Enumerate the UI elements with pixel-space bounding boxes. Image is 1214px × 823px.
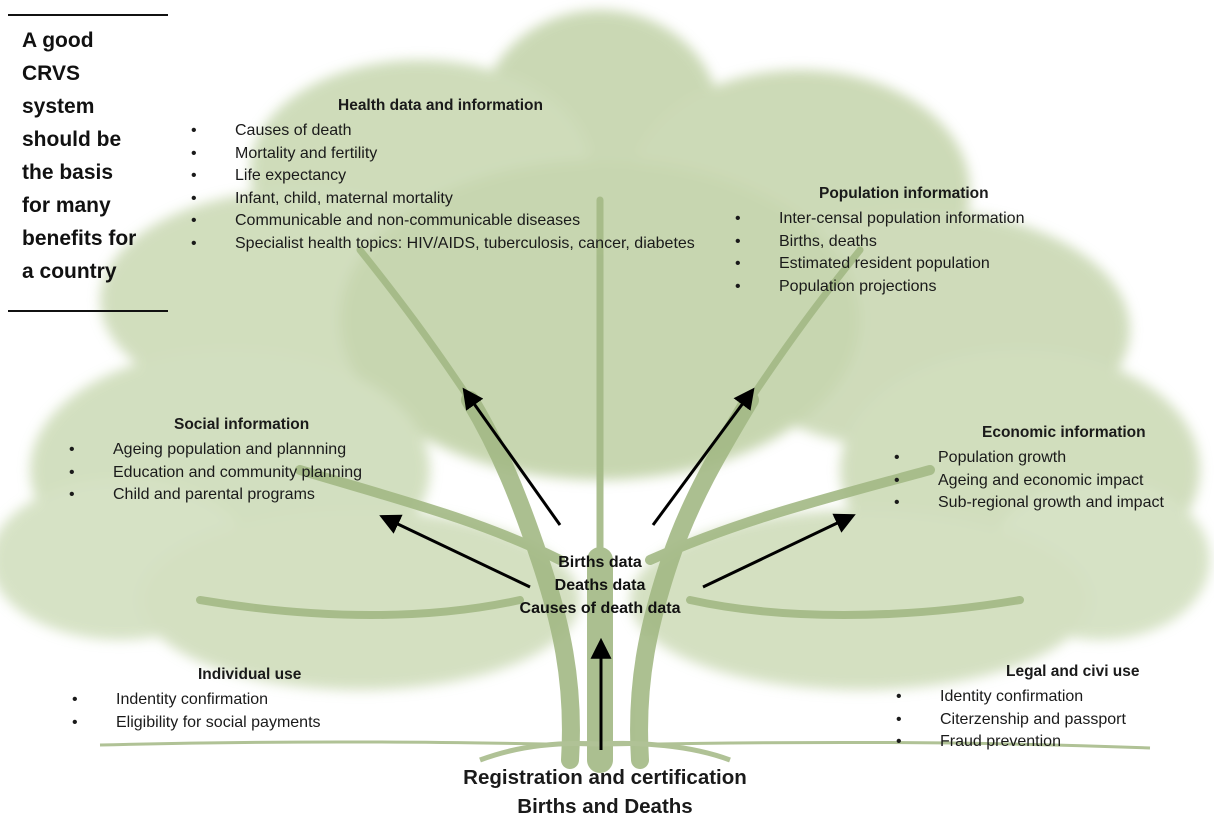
list-item: Infant, child, maternal mortality (191, 188, 710, 211)
intro-line: CRVS (22, 62, 80, 85)
legal-heading: Legal and civi use (1006, 663, 1140, 680)
arrow-to-population (651, 387, 755, 526)
population-list: Inter-censal population information Birt… (735, 208, 1109, 299)
list-item: Population growth (894, 447, 1214, 470)
social-section: Social information Ageing population and… (69, 415, 433, 507)
arrows (379, 387, 856, 750)
central-data-label: Births data Deaths data Causes of death … (480, 551, 720, 620)
population-heading: Population information (819, 185, 989, 202)
center-line: Births data (558, 554, 642, 571)
list-item: Child and parental programs (69, 484, 433, 507)
economic-heading: Economic information (982, 424, 1146, 441)
intro-text: A good CRVS system should be the basis f… (22, 24, 168, 288)
arrow-to-social (379, 514, 531, 589)
list-item: Eligibility for social payments (72, 712, 396, 735)
root-line: Registration and certification (463, 766, 747, 789)
center-line: Deaths data (554, 577, 646, 594)
list-item: Fraud prevention (896, 731, 1210, 754)
list-item: Estimated resident population (735, 253, 1109, 276)
list-item: Identity confirmation (896, 686, 1210, 709)
arrow-to-health (462, 387, 562, 526)
health-list: Causes of death Mortality and fertility … (191, 120, 710, 256)
list-item: Mortality and fertility (191, 143, 710, 166)
intro-line: should be (22, 128, 122, 151)
intro-line: system (22, 95, 95, 118)
legal-section: Legal and civi use Identity confirmation… (896, 662, 1210, 754)
list-item: Ageing and economic impact (894, 470, 1214, 493)
health-heading: Health data and information (338, 97, 543, 114)
social-heading: Social information (174, 416, 310, 433)
intro-box: A good CRVS system should be the basis f… (8, 14, 168, 312)
intro-line: a country (22, 260, 117, 283)
list-item: Citerzenship and passport (896, 709, 1210, 732)
list-item: Causes of death (191, 120, 710, 143)
list-item: Indentity confirmation (72, 689, 396, 712)
list-item: Life expectancy (191, 165, 710, 188)
list-item: Population projections (735, 276, 1109, 299)
economic-list: Population growth Ageing and economic im… (894, 447, 1214, 515)
individual-heading: Individual use (198, 666, 302, 683)
center-line: Causes of death data (519, 600, 681, 617)
legal-list: Identity confirmation Citerzenship and p… (896, 686, 1210, 754)
health-section: Health data and information Causes of de… (191, 96, 710, 256)
intro-line: A good (22, 29, 94, 52)
population-section: Population information Inter-censal popu… (735, 184, 1109, 299)
list-item: Ageing population and plannning (69, 439, 433, 462)
economic-section: Economic information Population growth A… (894, 423, 1214, 515)
root-label: Registration and certification Births an… (400, 763, 810, 821)
root-line: Births and Deaths (517, 795, 693, 818)
individual-section: Individual use Indentity confirmation El… (72, 665, 396, 735)
list-item: Sub-regional growth and impact (894, 492, 1214, 515)
social-list: Ageing population and plannning Educatio… (69, 439, 433, 507)
list-item: Births, deaths (735, 231, 1109, 254)
intro-line: the basis (22, 161, 114, 184)
list-item: Communicable and non-communicable diseas… (191, 210, 710, 233)
intro-line: for many (22, 194, 111, 217)
list-item: Inter-censal population information (735, 208, 1109, 231)
individual-list: Indentity confirmation Eligibility for s… (72, 689, 396, 735)
list-item: Specialist health topics: HIV/AIDS, tube… (191, 233, 710, 256)
intro-line: benefits for (22, 227, 137, 250)
list-item: Education and community planning (69, 462, 433, 485)
arrow-to-economic (702, 513, 856, 589)
